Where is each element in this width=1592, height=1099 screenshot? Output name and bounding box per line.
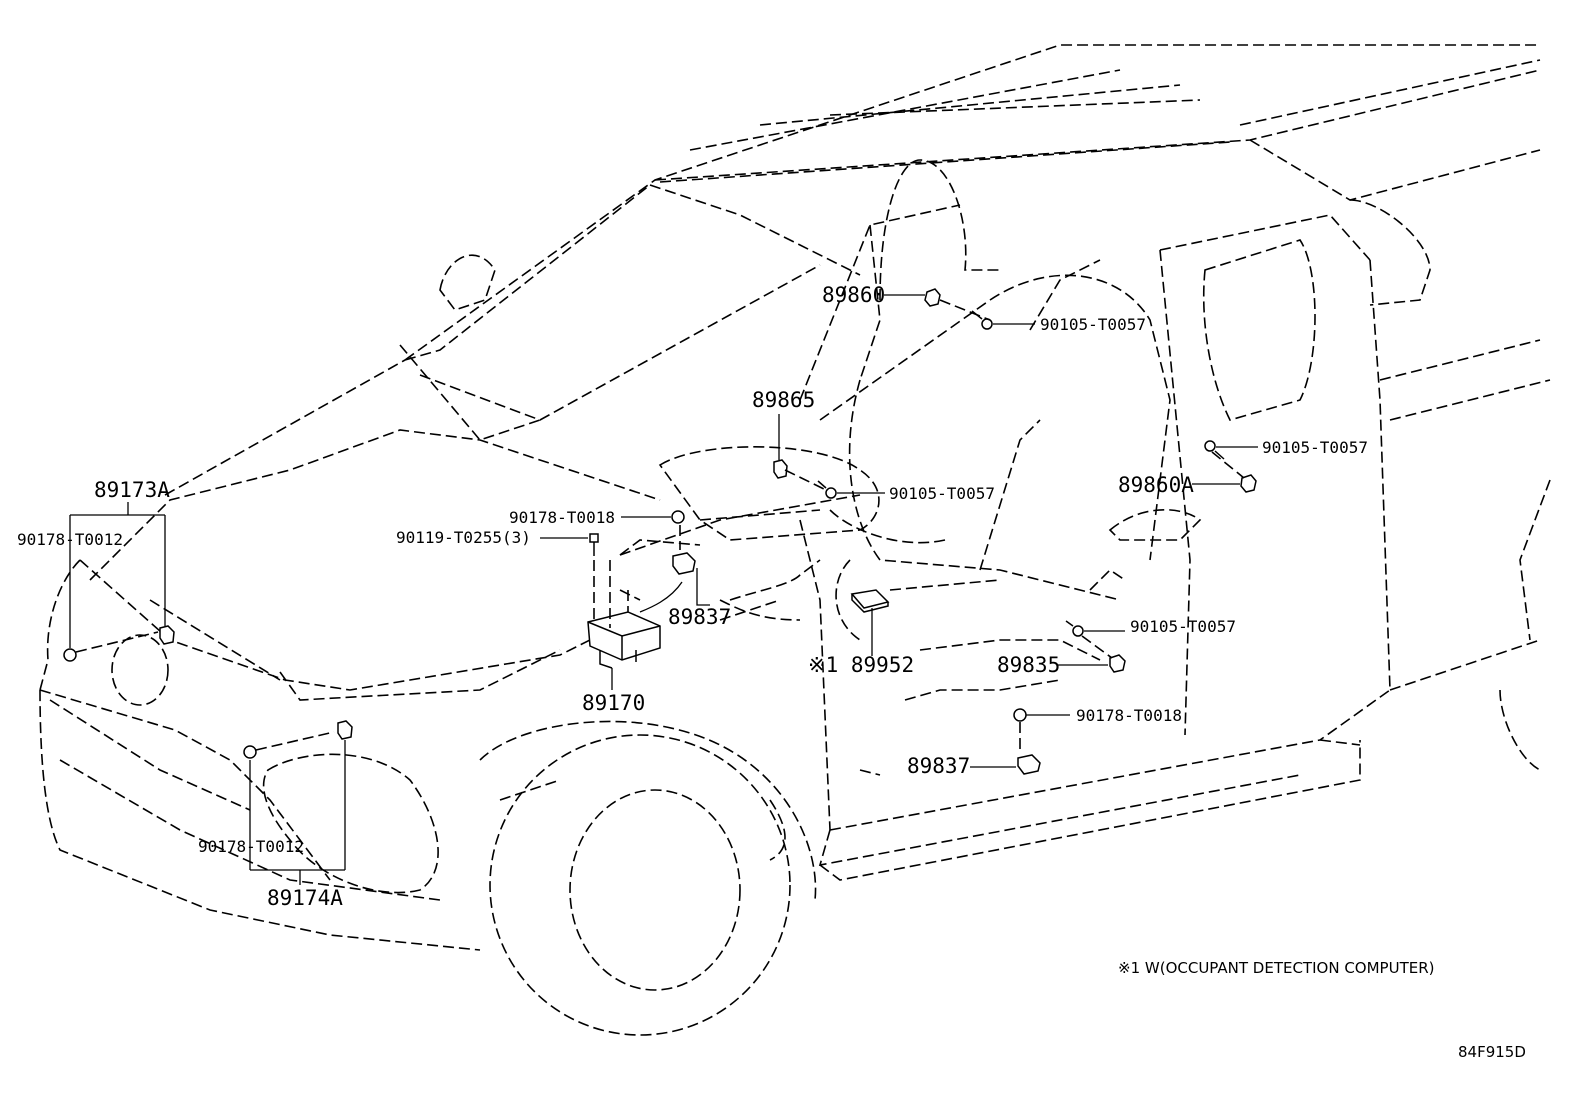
label-89865: 89865 — [752, 388, 815, 412]
sensor-89837-lower — [1017, 754, 1041, 775]
label-89837-b: 89837 — [907, 754, 970, 778]
diagram-code: 84F915D — [1458, 1043, 1526, 1061]
airbag-ecu-89170 — [587, 611, 661, 669]
label-90105-mid: 90105-T0057 — [889, 484, 995, 503]
bolt-90119 — [589, 533, 599, 543]
clip-90178-t0018-upper — [671, 510, 685, 524]
label-90178-t0012-b: 90178-T0012 — [198, 837, 304, 856]
sensor-89860 — [924, 288, 941, 307]
label-89952: ※1 89952 — [808, 653, 914, 677]
label-89860: 89860 — [822, 283, 885, 307]
label-90119: 90119-T0255(3) — [396, 528, 531, 547]
label-89860A: 89860A — [1118, 473, 1194, 497]
label-90105-upper: 90105-T0057 — [1040, 315, 1146, 334]
footnote: ※1 W(OCCUPANT DETECTION COMPUTER) — [1118, 959, 1434, 977]
bolt-90105-lower — [1072, 625, 1084, 637]
sensor-89173A — [159, 625, 175, 645]
label-89837-a: 89837 — [668, 605, 731, 629]
bolt-90105-upper — [981, 318, 993, 330]
label-89835: 89835 — [997, 653, 1060, 677]
label-89173A: 89173A — [94, 478, 170, 502]
label-90178-t0018-a: 90178-T0018 — [509, 508, 615, 527]
sensor-89174A — [337, 720, 353, 740]
part-labels: 89860 90105-T0057 89865 90105-T0057 9010… — [17, 283, 1368, 910]
clip-90178-front-a — [63, 648, 77, 662]
label-90178-t0012-a: 90178-T0012 — [17, 530, 123, 549]
bolt-90105-rear — [1204, 440, 1216, 452]
label-90105-lower: 90105-T0057 — [1130, 617, 1236, 636]
clip-90178-t0018-lower — [1013, 708, 1027, 722]
bolt-90105-mid — [825, 487, 837, 499]
label-90178-t0018-b: 90178-T0018 — [1076, 706, 1182, 725]
sensor-89865 — [773, 459, 788, 479]
parts — [63, 288, 1257, 775]
leader-lines — [69, 294, 1258, 885]
sensor-89835 — [1109, 654, 1126, 673]
sensor-89837-upper — [672, 552, 696, 575]
clip-90178-front-b — [243, 745, 257, 759]
label-89170: 89170 — [582, 691, 645, 715]
sensor-89860A — [1240, 474, 1257, 493]
label-89174A: 89174A — [267, 886, 343, 910]
label-90105-rear: 90105-T0057 — [1262, 438, 1368, 457]
